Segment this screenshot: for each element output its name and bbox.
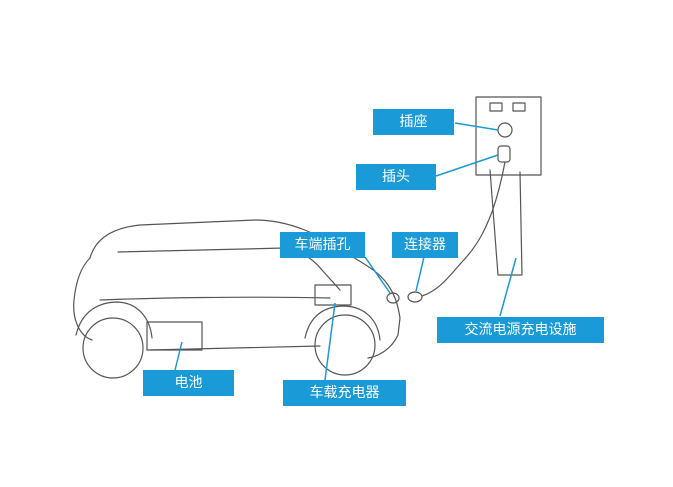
car-body-outline	[73, 219, 401, 359]
leader-ac-facility	[499, 257, 517, 317]
leader-connector	[415, 256, 425, 292]
leader-car-inlet	[364, 256, 391, 294]
label-onboard-charger: 车载充电器	[283, 380, 406, 406]
station-post	[489, 169, 523, 276]
station-display-left	[489, 102, 503, 112]
station-head	[475, 96, 542, 176]
label-car-inlet: 车端插孔	[280, 232, 365, 258]
label-battery: 电池	[143, 370, 234, 396]
socket-circle	[497, 122, 513, 138]
label-connector: 连接器	[392, 232, 458, 258]
car-inlet	[386, 292, 400, 304]
station-display-right	[512, 102, 526, 112]
rear-wheel	[82, 317, 144, 379]
leader-onboard-charger	[324, 302, 336, 381]
charging-cable	[421, 161, 506, 297]
plug-body	[497, 145, 511, 163]
front-wheel-arch	[304, 305, 381, 341]
label-plug: 插头	[356, 164, 436, 190]
leader-battery	[174, 341, 183, 371]
leader-plug	[435, 154, 499, 177]
label-socket: 插座	[373, 109, 454, 135]
onboard-charger-box	[314, 284, 352, 306]
front-wheel	[314, 314, 376, 376]
leader-socket	[454, 122, 499, 131]
connector-plug	[407, 291, 423, 303]
label-ac-charging-facility: 交流电源充电设施	[437, 317, 604, 343]
battery-box	[146, 321, 203, 351]
car-belt-line	[99, 296, 331, 301]
